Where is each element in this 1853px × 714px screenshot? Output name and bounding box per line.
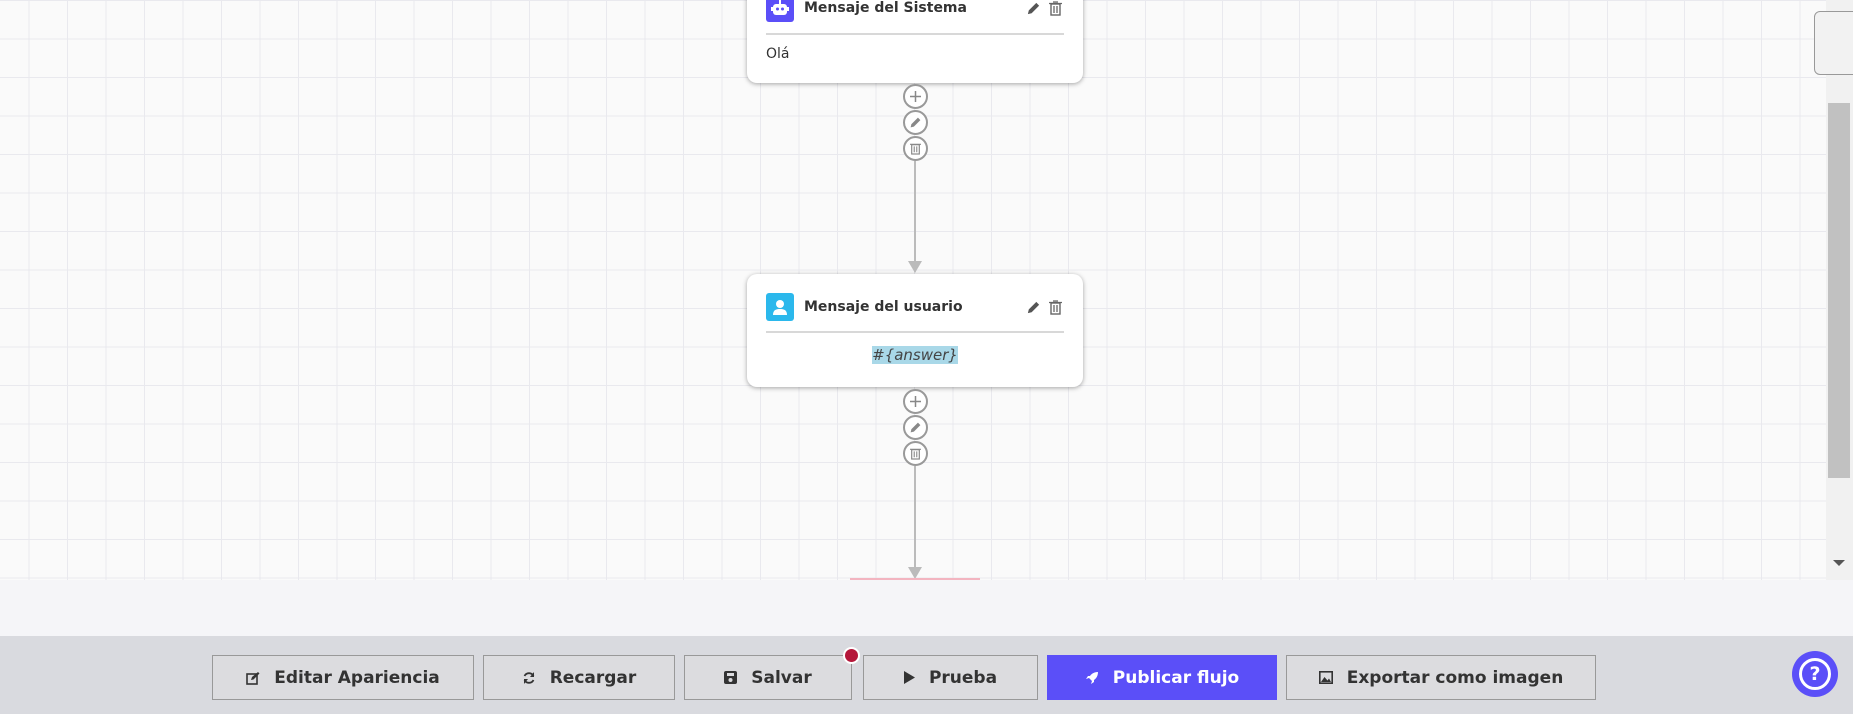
button-label: Exportar como imagen	[1346, 667, 1564, 688]
connector-line	[914, 466, 916, 569]
button-label: Publicar flujo	[1112, 667, 1240, 688]
play-icon	[903, 671, 915, 684]
test-button[interactable]: Prueba	[863, 655, 1038, 700]
button-label: Editar Apariencia	[274, 667, 440, 688]
publish-flow-button[interactable]: Publicar flujo	[1047, 655, 1277, 700]
edit-connection-button[interactable]	[903, 110, 928, 135]
node-divider	[766, 33, 1064, 35]
export-image-button[interactable]: Exportar como imagen	[1286, 655, 1596, 700]
minimap-panel[interactable]	[1814, 11, 1853, 75]
connector-arrow	[908, 261, 922, 273]
add-node-button[interactable]	[903, 84, 928, 109]
connector-line	[914, 161, 916, 261]
edit-appearance-button[interactable]: Editar Apariencia	[212, 655, 474, 700]
rocket-icon	[1085, 671, 1098, 684]
node-divider	[766, 331, 1064, 333]
delete-connection-button[interactable]	[903, 441, 928, 466]
scrollbar-thumb[interactable]	[1828, 103, 1850, 478]
flow-canvas[interactable]: Mensaje del Sistema Olá Mensaje del usua…	[0, 0, 1826, 580]
button-label: Salvar	[751, 667, 812, 688]
edit-node-icon[interactable]	[1024, 298, 1042, 316]
node-content: Olá	[766, 46, 790, 62]
image-icon	[1318, 671, 1333, 684]
help-button[interactable]: ?	[1792, 651, 1838, 697]
reload-button[interactable]: Recargar	[483, 655, 675, 700]
connector-arrow	[908, 567, 922, 579]
node-title: Mensaje del Sistema	[804, 0, 967, 16]
edit-icon	[246, 671, 260, 685]
delete-node-icon[interactable]	[1046, 0, 1064, 17]
delete-node-icon[interactable]	[1046, 298, 1064, 316]
button-label: Recargar	[549, 667, 637, 688]
node-title: Mensaje del usuario	[804, 299, 963, 315]
question-icon: ?	[1799, 658, 1831, 690]
edit-connection-button[interactable]	[903, 415, 928, 440]
save-icon	[724, 671, 738, 684]
delete-connection-button[interactable]	[903, 136, 928, 161]
node-user-message[interactable]: Mensaje del usuario #{answer}	[747, 274, 1083, 387]
node-content: #{answer}	[872, 346, 958, 364]
button-label: Prueba	[928, 667, 998, 688]
user-icon	[766, 293, 794, 321]
scroll-down-icon[interactable]	[1833, 560, 1845, 566]
vertical-scrollbar[interactable]	[1826, 0, 1853, 580]
refresh-icon	[523, 671, 535, 684]
node-system-message[interactable]: Mensaje del Sistema Olá	[747, 0, 1083, 83]
next-node-edge	[850, 578, 980, 580]
robot-icon	[766, 0, 794, 22]
add-node-button[interactable]	[903, 389, 928, 414]
edit-node-icon[interactable]	[1024, 0, 1042, 17]
footer-toolbar: Editar Apariencia Recargar Salvar Prueba…	[0, 636, 1853, 714]
unsaved-indicator	[843, 647, 860, 664]
save-button[interactable]: Salvar	[684, 655, 852, 700]
